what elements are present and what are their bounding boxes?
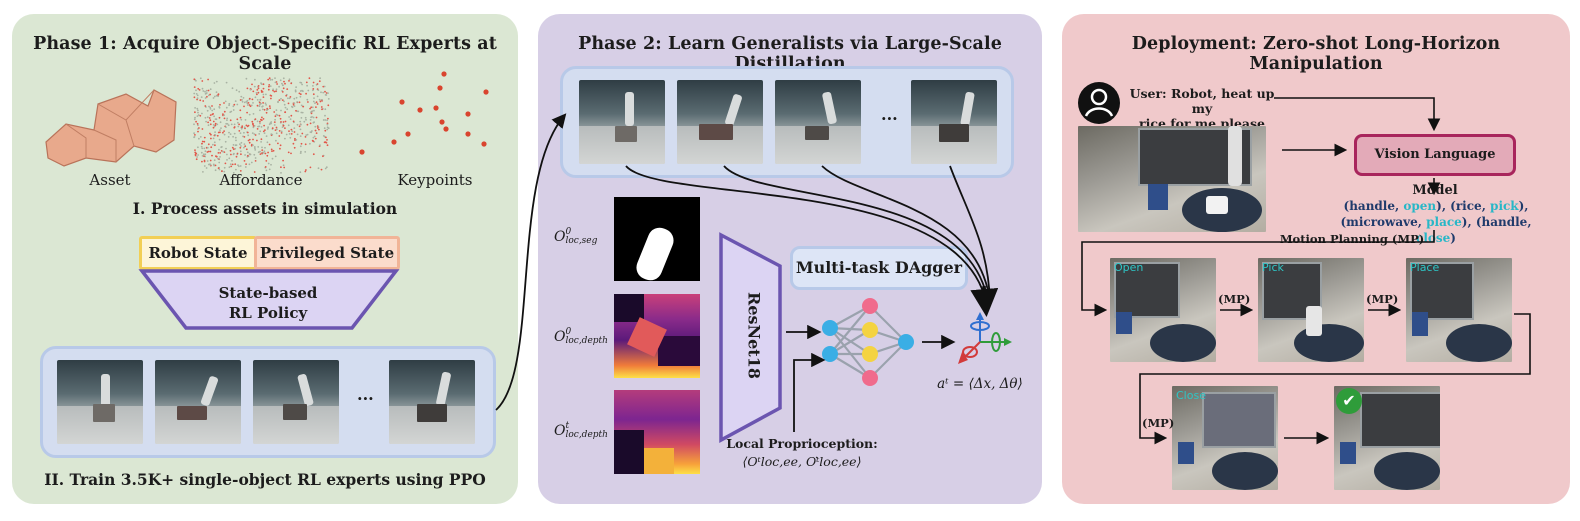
step-photo-open: Open bbox=[1110, 258, 1216, 362]
success-check-icon: ✔ bbox=[1336, 388, 1362, 414]
policy-network-icon bbox=[822, 298, 914, 386]
plan-line-1: (handle, open), (rice, pick), bbox=[1324, 198, 1548, 214]
rl-policy-trapezoid bbox=[138, 269, 400, 330]
expert-to-distillation-arrow bbox=[495, 113, 567, 411]
multitask-dagger-box: Multi-task DAgger bbox=[790, 246, 968, 290]
keypoints-image bbox=[359, 71, 489, 155]
step-label-open: Open bbox=[1114, 261, 1144, 274]
user-prompt-line1: User: Robot, heat up my bbox=[1129, 86, 1275, 116]
sim-frame-d bbox=[911, 80, 997, 164]
keypoints-label: Keypoints bbox=[397, 171, 473, 189]
affordance-label: Affordance bbox=[219, 171, 303, 189]
step-label-pick: Pick bbox=[1262, 261, 1284, 274]
deployment-arrows bbox=[1081, 97, 1531, 445]
plan-sep: , bbox=[1417, 215, 1427, 229]
obs-depth0-sup: 0 bbox=[565, 327, 572, 337]
asset-label: Asset bbox=[89, 171, 131, 189]
obs-deptht-sup: t bbox=[565, 421, 570, 431]
process-assets-label: I. Process assets in simulation bbox=[132, 199, 398, 218]
plan-sep: , bbox=[1527, 215, 1532, 229]
sim-frame-a bbox=[579, 80, 665, 164]
sim-frame-4 bbox=[389, 360, 475, 444]
action-axes-icon bbox=[958, 312, 1012, 364]
depth-image-current bbox=[614, 390, 700, 474]
obs-depth0-symbol: O bbox=[554, 329, 566, 345]
step-photo-place: Place bbox=[1406, 258, 1512, 362]
rl-policy-line1: State-based bbox=[218, 284, 318, 302]
phase2-arrows bbox=[625, 165, 999, 432]
plan-line-2: (microwave, place), (handle, close) bbox=[1324, 214, 1548, 246]
plan-sep: , bbox=[1395, 199, 1404, 213]
proprio-formula: ⟨Oᵗloc,ee, Oᵗ̇loc,ee⟩ bbox=[742, 454, 862, 469]
distillation-rollout-strip: ... bbox=[560, 66, 1014, 178]
resnet-encoder-shape bbox=[719, 232, 782, 443]
vlm-box: Vision Language Model bbox=[1354, 134, 1516, 198]
plan-part: ), bbox=[1518, 199, 1529, 213]
sim-frame-2 bbox=[155, 360, 241, 444]
deployment-panel: Deployment: Zero-shot Long-Horizon Manip… bbox=[1062, 14, 1570, 504]
obs-depth0-sub: loc,depth bbox=[565, 336, 608, 346]
affordance-point-cloud bbox=[193, 77, 330, 174]
strip-ellipsis-2: ... bbox=[881, 105, 898, 124]
sim-frame-3 bbox=[253, 360, 339, 444]
step-label-place: Place bbox=[1410, 261, 1440, 274]
sim-frame-1 bbox=[57, 360, 143, 444]
plan-action-open: open bbox=[1403, 199, 1437, 213]
final-result-photo: ✔ bbox=[1334, 386, 1440, 490]
obs-deptht-sub: loc,depth bbox=[565, 430, 608, 440]
obs-seg-sup: 0 bbox=[565, 227, 572, 237]
privileged-state-box: Privileged State bbox=[254, 236, 400, 270]
phase1-panel: Phase 1: Acquire Object-Specific RL Expe… bbox=[12, 14, 518, 504]
plan-part: (microwave bbox=[1340, 215, 1418, 229]
action-formula: aᵗ = ⟨Δx, Δθ⟩ bbox=[937, 376, 1023, 392]
step-photo-close: Close bbox=[1172, 386, 1278, 490]
obs-seg-sub: loc,seg bbox=[565, 236, 598, 246]
plan-action-pick: pick bbox=[1490, 199, 1519, 213]
mp-label-3: (MP) bbox=[1142, 416, 1175, 430]
asset-mesh-image bbox=[45, 89, 177, 167]
plan-sep: , bbox=[1481, 199, 1491, 213]
step-label-close: Close bbox=[1176, 389, 1206, 402]
sim-frame-c bbox=[775, 80, 861, 164]
rl-policy-label: State-based RL Policy bbox=[180, 283, 356, 323]
phase1-title: Phase 1: Acquire Object-Specific RL Expe… bbox=[33, 34, 497, 74]
mp-label-1: (MP) bbox=[1218, 292, 1251, 306]
strip-ellipsis: ... bbox=[357, 385, 374, 404]
phase2-panel: Phase 2: Learn Generalists via Large-Sca… bbox=[538, 14, 1042, 504]
deployment-title: Deployment: Zero-shot Long-Horizon Manip… bbox=[1131, 34, 1501, 74]
obs-seg-symbol: O bbox=[554, 229, 566, 245]
user-avatar-icon bbox=[1078, 82, 1120, 124]
plan-part: (handle bbox=[1343, 199, 1396, 213]
segmentation-mask-image bbox=[614, 197, 700, 281]
step-photo-pick: Pick bbox=[1258, 258, 1364, 362]
depth-image-initial bbox=[614, 294, 700, 378]
sim-frame-b bbox=[677, 80, 763, 164]
initial-scene-photo bbox=[1078, 126, 1266, 232]
plan-action-place: place bbox=[1426, 215, 1462, 229]
rl-expert-rollout-strip: ... bbox=[40, 346, 496, 458]
plan-part: ), (handle bbox=[1461, 215, 1528, 229]
plan-part: ) bbox=[1450, 231, 1456, 245]
plan-part: ), (rice bbox=[1436, 199, 1482, 213]
mp-label-2: (MP) bbox=[1366, 292, 1399, 306]
rl-policy-line2: RL Policy bbox=[228, 304, 308, 322]
train-experts-label: II. Train 3.5K+ single-object RL experts… bbox=[44, 470, 486, 489]
vlm-plan-output: (handle, open), (rice, pick), (microwave… bbox=[1324, 198, 1548, 246]
robot-state-box: Robot State bbox=[139, 236, 257, 270]
proprio-title: Local Proprioception: bbox=[726, 436, 878, 451]
obs-deptht-symbol: O bbox=[554, 423, 566, 439]
